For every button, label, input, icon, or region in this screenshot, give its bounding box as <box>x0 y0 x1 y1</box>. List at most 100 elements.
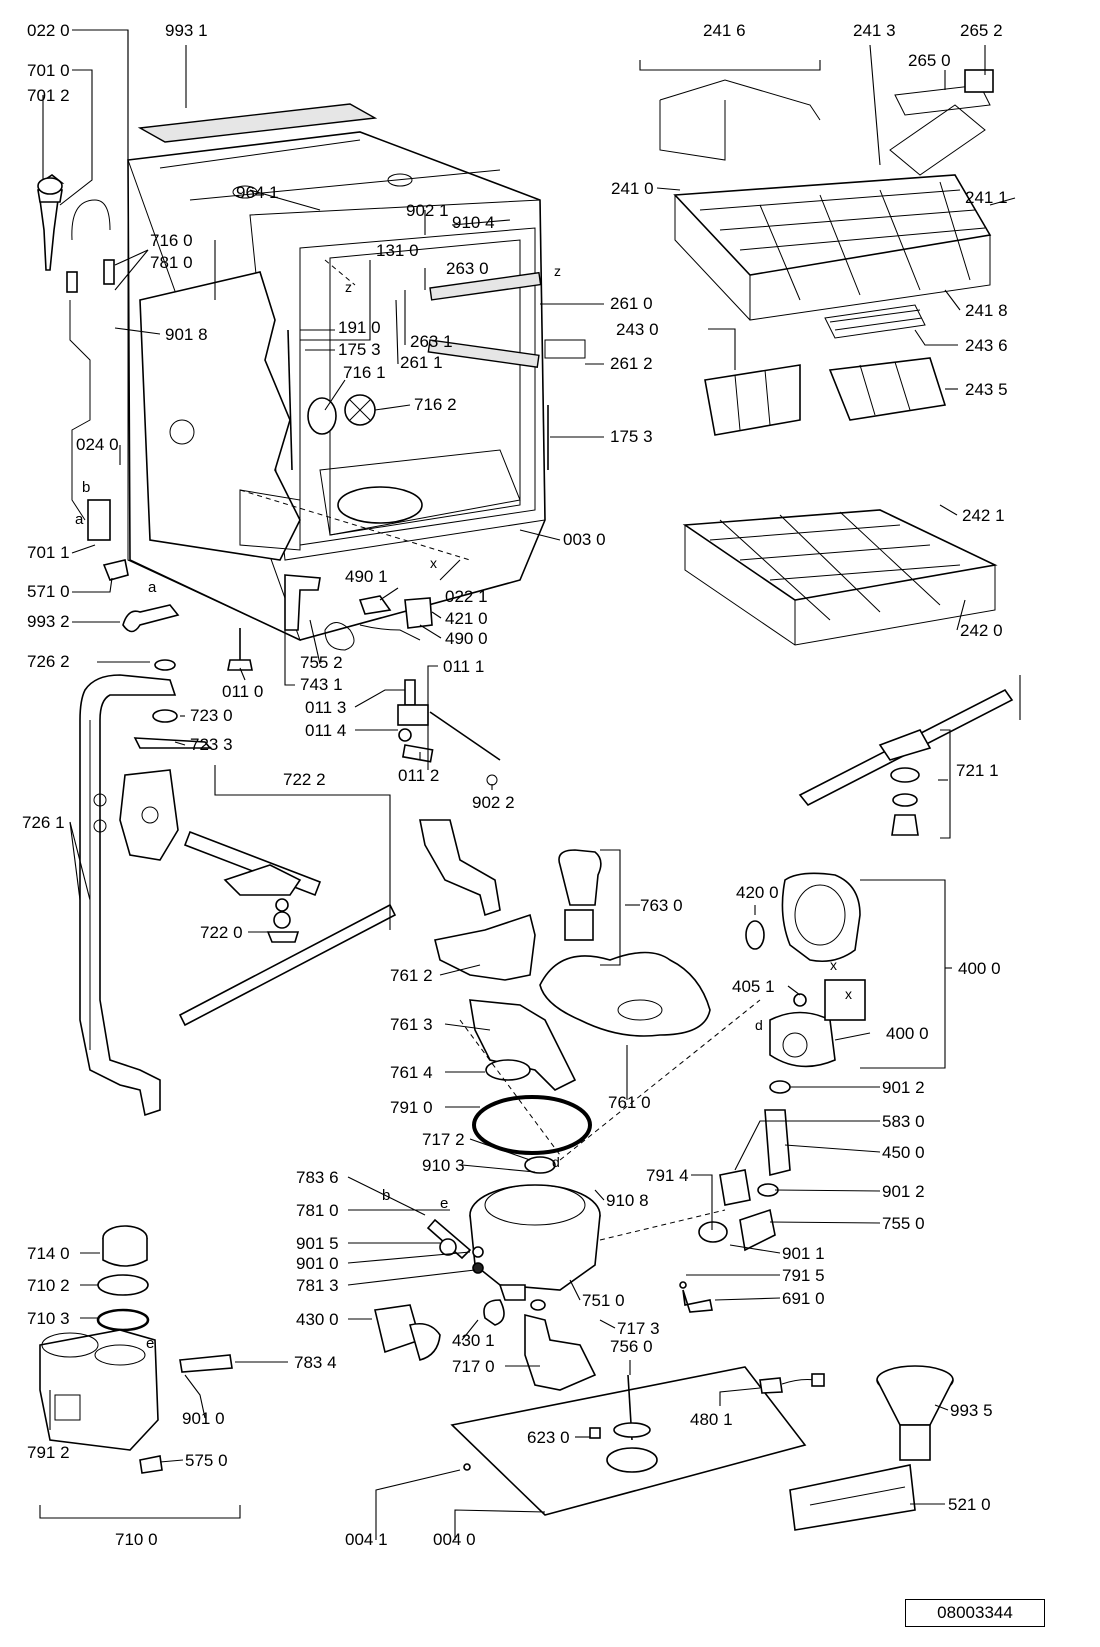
label-261-0: 261 0 <box>610 294 653 313</box>
label-710-0: 710 0 <box>115 1530 158 1549</box>
label-902-1: 902 1 <box>406 201 449 220</box>
label-011-1: 011 1 <box>443 657 484 676</box>
label-723-3: 723 3 <box>190 735 233 754</box>
label-243-6: 243 6 <box>965 336 1008 355</box>
letter-x-2: x <box>830 957 837 973</box>
label-722-2: 722 2 <box>283 770 326 789</box>
letter-a-2: a <box>148 579 157 596</box>
label-241-0: 241 0 <box>611 179 654 198</box>
label-902-2: 902 2 <box>472 793 515 812</box>
label-781-3: 781 3 <box>296 1276 339 1295</box>
letter-x-3: x <box>845 986 852 1002</box>
label-191-0: 191 0 <box>338 318 381 337</box>
label-691-0: 691 0 <box>782 1289 825 1308</box>
label-571-0: 571 0 <box>27 582 70 601</box>
sump-751 <box>426 1156 601 1326</box>
label-623-0: 623 0 <box>527 1428 570 1447</box>
drain-pump <box>374 1299 597 1391</box>
letter-x-1: x <box>430 555 437 571</box>
label-791-2: 791 2 <box>27 1443 70 1462</box>
label-716-2: 716 2 <box>414 395 457 414</box>
label-791-5: 791 5 <box>782 1266 825 1285</box>
tub-assembly <box>127 30 586 641</box>
base-plate <box>450 1366 825 1516</box>
label-024-0: 024 0 <box>76 435 119 454</box>
label-243-5: 243 5 <box>965 380 1008 399</box>
letter-b-1: b <box>82 479 90 496</box>
label-241-3: 241 3 <box>853 21 896 40</box>
label-901-1: 901 1 <box>782 1244 825 1263</box>
label-993-5: 993 5 <box>950 1401 993 1420</box>
letter-e-2: e <box>146 1335 154 1352</box>
label-430-0: 430 0 <box>296 1310 339 1329</box>
label-265-2: 265 2 <box>960 21 1003 40</box>
lower-basket <box>682 509 998 646</box>
label-022-1: 022 1 <box>445 587 488 606</box>
label-265-0: 265 0 <box>908 51 951 70</box>
label-241-1: 241 1 <box>965 188 1008 207</box>
lower-spray-arm <box>178 830 397 1027</box>
letter-b-2: b <box>382 1187 390 1204</box>
label-717-3: 717 3 <box>617 1319 660 1338</box>
label-241-6: 241 6 <box>703 21 746 40</box>
label-004-1: 004 1 <box>345 1530 388 1549</box>
inlet-hoses <box>37 174 180 633</box>
label-910-4: 910 4 <box>452 213 495 232</box>
label-783-6: 783 6 <box>296 1168 339 1187</box>
label-781-0: 781 0 <box>150 253 193 272</box>
label-756-0: 756 0 <box>610 1337 653 1356</box>
label-743-1: 743 1 <box>300 675 343 694</box>
letter-e-1: e <box>440 1195 448 1212</box>
label-791-0: 791 0 <box>390 1098 433 1117</box>
label-901-2b: 901 2 <box>882 1182 925 1201</box>
label-175-3b: 175 3 <box>610 427 653 446</box>
label-421-0: 421 0 <box>445 609 488 628</box>
letter-a-1: a <box>75 511 84 528</box>
label-011-2: 011 2 <box>398 766 439 785</box>
label-901-5: 901 5 <box>296 1234 339 1253</box>
label-721-1: 721 1 <box>956 761 999 780</box>
label-003-0: 003 0 <box>563 530 606 549</box>
label-011-0: 011 0 <box>222 682 263 701</box>
label-011-4: 011 4 <box>305 721 346 740</box>
label-714-0: 714 0 <box>27 1244 70 1263</box>
label-716-0: 716 0 <box>150 231 193 250</box>
label-004-0: 004 0 <box>433 1530 476 1549</box>
label-910-8: 910 8 <box>606 1191 649 1210</box>
label-710-2: 710 2 <box>27 1276 70 1295</box>
misc-components-center <box>227 574 501 786</box>
label-022-0: 022 0 <box>27 21 70 40</box>
label-722-0: 722 0 <box>200 923 243 942</box>
upper-basket <box>659 69 994 321</box>
motor-pump <box>679 872 866 1313</box>
funnel-and-filter <box>789 1365 954 1531</box>
label-430-1: 430 1 <box>452 1331 495 1350</box>
label-781-0b: 781 0 <box>296 1201 339 1220</box>
label-710-3: 710 3 <box>27 1309 70 1328</box>
label-723-0: 723 0 <box>190 706 233 725</box>
part-labels: 022 0 993 1 701 0 701 2 716 0 781 0 964 … <box>22 21 1008 1549</box>
label-261-1: 261 1 <box>400 353 443 372</box>
label-761-3: 761 3 <box>390 1015 433 1034</box>
label-791-4: 791 4 <box>646 1166 689 1185</box>
label-490-1: 490 1 <box>345 567 388 586</box>
label-726-2: 726 2 <box>27 652 70 671</box>
label-717-2: 717 2 <box>422 1130 465 1149</box>
label-755-0: 755 0 <box>882 1214 925 1233</box>
label-964-1: 964 1 <box>236 183 279 202</box>
letter-z-2: z <box>554 263 561 279</box>
label-521-0: 521 0 <box>948 1495 991 1514</box>
label-450-0: 450 0 <box>882 1143 925 1162</box>
letter-z-1: z <box>345 279 352 295</box>
salt-container <box>39 1225 233 1474</box>
document-code: 08003344 <box>905 1599 1045 1627</box>
label-263-1: 263 1 <box>410 332 453 351</box>
label-751-0: 751 0 <box>582 1291 625 1310</box>
label-243-0: 243 0 <box>616 320 659 339</box>
label-910-3: 910 3 <box>422 1156 465 1175</box>
label-726-1: 726 1 <box>22 813 65 832</box>
label-761-2: 761 2 <box>390 966 433 985</box>
label-755-2: 755 2 <box>300 653 343 672</box>
label-400-0b: 400 0 <box>886 1024 929 1043</box>
